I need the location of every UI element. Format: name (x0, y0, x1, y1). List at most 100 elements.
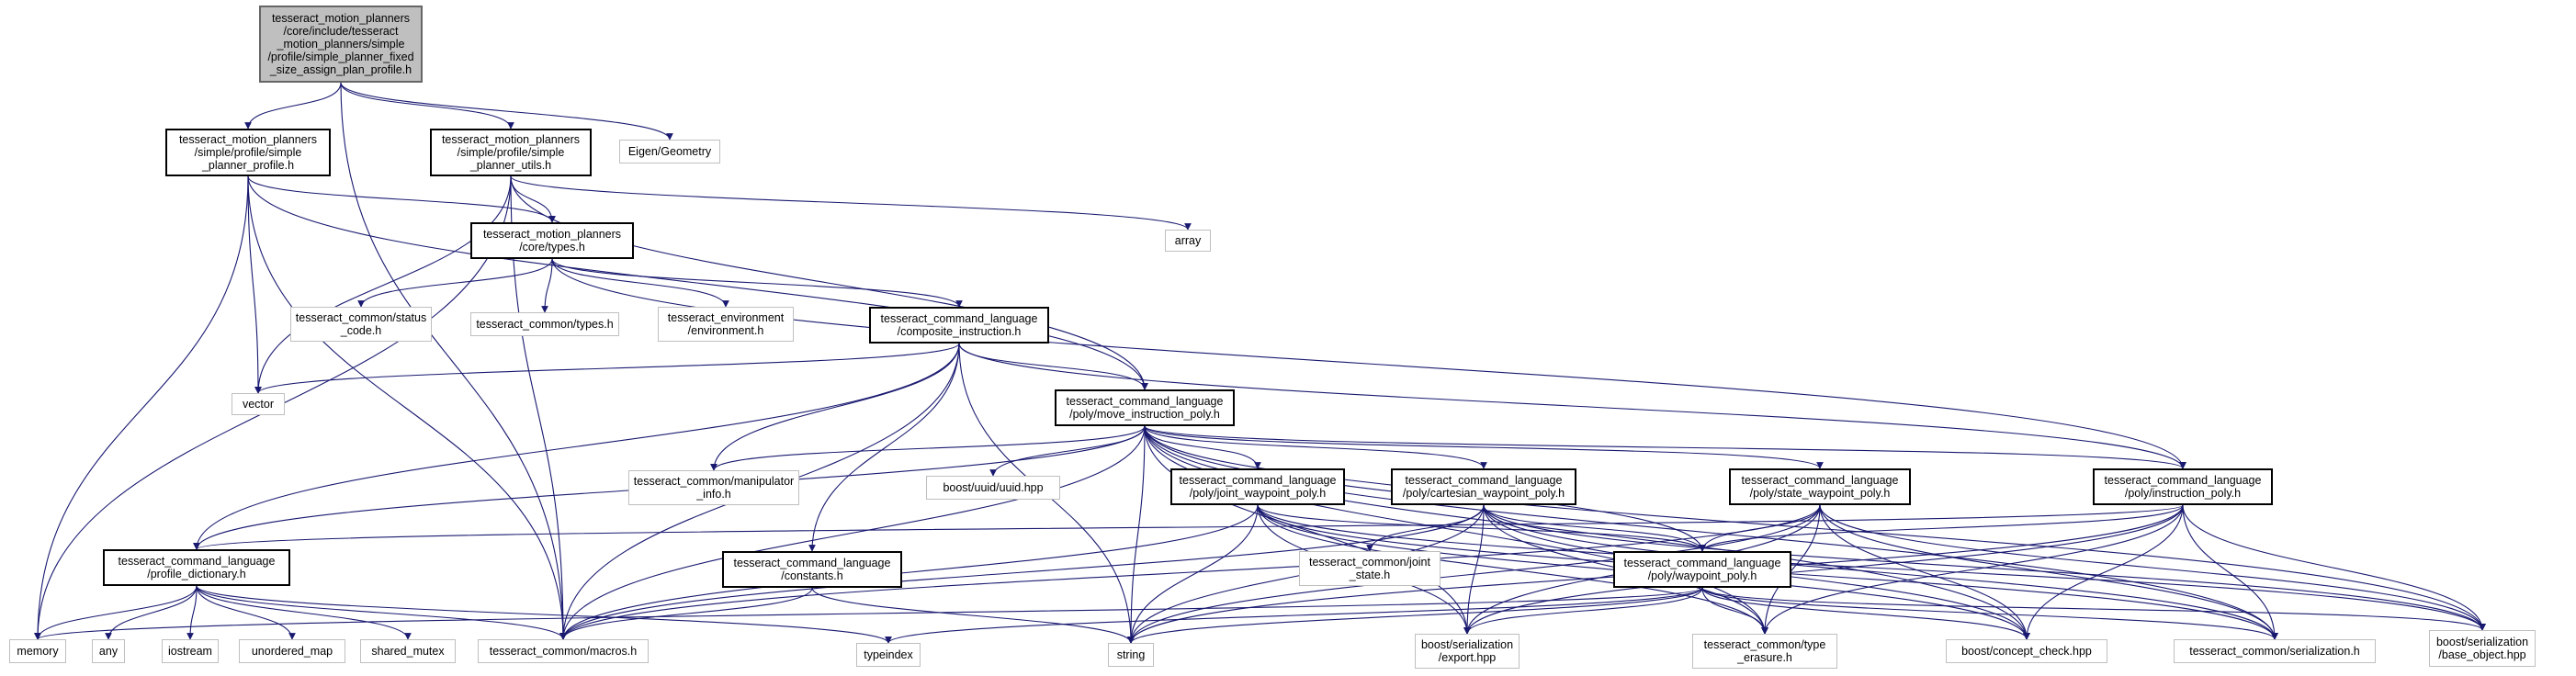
edge-constants-to-string (811, 587, 1135, 644)
node-vector: vector (232, 393, 285, 415)
edge-waypoint_poly-to-type_erasure (1701, 587, 1768, 635)
node-typeindex: typeindex (856, 643, 921, 667)
edge-waypoint_poly-to-memory (34, 587, 1703, 640)
node-label: Eigen/Geometry (627, 145, 712, 158)
node-any: any (92, 639, 125, 663)
edge-profile_dict-to-iostream (186, 585, 198, 640)
node-label: tesseract_command_language /composite_in… (880, 312, 1038, 338)
edge-move_instr-to-export (1144, 425, 1471, 635)
node-label: tesseract_command_language /poly/waypoin… (1623, 557, 1781, 582)
node-label: any (98, 645, 119, 658)
node-label: boost/concept_check.hpp (1961, 645, 2092, 658)
node-constants[interactable]: tesseract_command_language /constants.h (722, 551, 902, 588)
edge-move_instr-to-common_serial (1144, 425, 2278, 640)
edge-instr_poly-to-base_object (2182, 504, 2486, 631)
node-composite[interactable]: tesseract_command_language /composite_in… (869, 307, 1049, 344)
edge-instr_poly-to-common_serial (2182, 504, 2278, 640)
edge-instr_poly-to-concept_check (2023, 504, 2184, 640)
edge-constants-to-macros (559, 587, 813, 640)
edge-move_instr-to-cart_wp (1144, 425, 1487, 469)
edge-move_instr-to-state_wp (1144, 425, 1824, 469)
edge-composite-to-instr_poly (958, 343, 2186, 469)
node-label: tesseract_command_language /poly/state_w… (1741, 474, 1899, 500)
edge-composite-to-profile_dict (193, 343, 960, 550)
edge-move_instr-to-uuid (989, 425, 1146, 477)
node-label: tesseract_common/joint _state.h (1308, 556, 1430, 581)
node-sp-profile[interactable]: tesseract_motion_planners /simple/profil… (165, 129, 331, 176)
node-joint-wp[interactable]: tesseract_command_language /poly/joint_w… (1170, 468, 1345, 505)
edge-instr_poly-to-profile_dict (193, 504, 2184, 550)
edge-profile_dict-to-typeindex (196, 585, 892, 644)
edge-sp_profile-to-macros (247, 175, 567, 640)
edge-joint_wp-to-waypoint_poly (1257, 504, 1706, 552)
node-label: tesseract_common/manipulator _info.h (633, 475, 795, 501)
edge-move_instr-to-manip_info (710, 425, 1146, 471)
node-memory: memory (9, 639, 66, 663)
edge-composite-to-constants (808, 343, 960, 552)
node-label: boost/serialization /base_object.hpp (2435, 636, 2529, 661)
node-root[interactable]: tesseract_motion_planners /core/include/… (259, 6, 423, 83)
edge-profile_dict-to-shared_mutex (196, 585, 412, 640)
edge-sp_utils-to-move_instr (510, 175, 1148, 390)
edge-cart_wp-to-common_serial (1483, 504, 2278, 640)
node-label: tesseract_command_language /poly/instruc… (2104, 474, 2262, 500)
node-shared-mutex: shared_mutex (360, 639, 456, 663)
edge-state_wp-to-string (1127, 504, 1821, 644)
edge-waypoint_poly-to-typeindex (885, 587, 1703, 644)
node-move-instr[interactable]: tesseract_command_language /poly/move_in… (1055, 389, 1235, 426)
node-status-code: tesseract_common/status _code.h (290, 307, 432, 342)
node-iostream: iostream (162, 639, 219, 663)
edge-state_wp-to-concept_check (1819, 504, 2030, 640)
node-label: tesseract_environment /environment.h (667, 311, 785, 337)
edge-joint_wp-to-base_object (1257, 504, 2486, 631)
node-type-erasure: tesseract_common/type _erasure.h (1692, 634, 1837, 669)
edge-sp_utils-to-array (510, 175, 1192, 231)
node-label: tesseract_command_language /constants.h (733, 557, 891, 582)
edge-waypoint_poly-to-export (1463, 587, 1703, 635)
node-core-types[interactable]: tesseract_motion_planners /core/types.h (470, 222, 634, 259)
edge-waypoint_poly-to-common_serial (1701, 587, 2278, 640)
edge-sp_profile-to-move_instr (247, 175, 1148, 390)
node-label: tesseract_motion_planners /core/types.h (482, 228, 622, 254)
node-label: memory (17, 645, 59, 658)
node-concept-check: boost/concept_check.hpp (1946, 639, 2107, 663)
node-label: tesseract_common/serialization.h (2189, 645, 2360, 658)
node-label: string (1116, 648, 1146, 661)
node-common-types: tesseract_common/types.h (470, 312, 619, 336)
edge-profile_dict-to-macros (196, 585, 567, 640)
edge-state_wp-to-type_erasure (1761, 504, 1821, 635)
node-state-wp[interactable]: tesseract_command_language /poly/state_w… (1729, 468, 1911, 505)
edge-move_instr-to-instr_poly (1144, 425, 2186, 469)
node-label: tesseract_common/types.h (476, 318, 614, 331)
node-label: typeindex (864, 648, 913, 661)
node-label: vector (242, 398, 275, 411)
edge-core_types-to-status_code (357, 258, 553, 308)
edge-profile_dict-to-any (105, 585, 198, 640)
edge-sp_profile-to-vector (247, 175, 262, 394)
edge-cart_wp-to-macros (559, 504, 1485, 640)
node-label: tesseract_common/macros.h (489, 645, 638, 658)
edge-state_wp-to-base_object (1819, 504, 2486, 631)
edge-sp_utils-to-vector (254, 175, 512, 394)
edge-core_types-to-composite (551, 258, 963, 308)
edge-profile_dict-to-unordered_map (196, 585, 296, 640)
node-label: tesseract_motion_planners /simple/profil… (178, 133, 318, 172)
node-instr-poly[interactable]: tesseract_command_language /poly/instruc… (2093, 468, 2273, 505)
node-label: tesseract_motion_planners /core/include/… (267, 12, 414, 76)
edge-move_instr-to-type_erasure (1144, 425, 1768, 635)
edge-core_types-to-instr_poly (551, 258, 2186, 469)
node-string: string (1108, 643, 1154, 667)
node-cart-wp[interactable]: tesseract_command_language /poly/cartesi… (1391, 468, 1576, 505)
node-waypoint-poly[interactable]: tesseract_command_language /poly/waypoin… (1613, 551, 1791, 588)
node-profile-dict[interactable]: tesseract_command_language /profile_dict… (103, 549, 290, 586)
node-sp-utils[interactable]: tesseract_motion_planners /simple/profil… (430, 129, 592, 176)
edge-move_instr-to-joint_wp (1144, 425, 1261, 469)
edge-composite-to-vector (254, 343, 960, 394)
node-label: tesseract_command_language /profile_dict… (118, 555, 276, 580)
edge-cart_wp-to-waypoint_poly (1483, 504, 1706, 552)
edge-sp_profile-to-memory (34, 175, 249, 640)
node-label: boost/serialization /export.hpp (1420, 638, 1514, 664)
edge-root-to-sp_utils (340, 82, 514, 130)
edge-waypoint_poly-to-base_object (1701, 587, 2486, 631)
